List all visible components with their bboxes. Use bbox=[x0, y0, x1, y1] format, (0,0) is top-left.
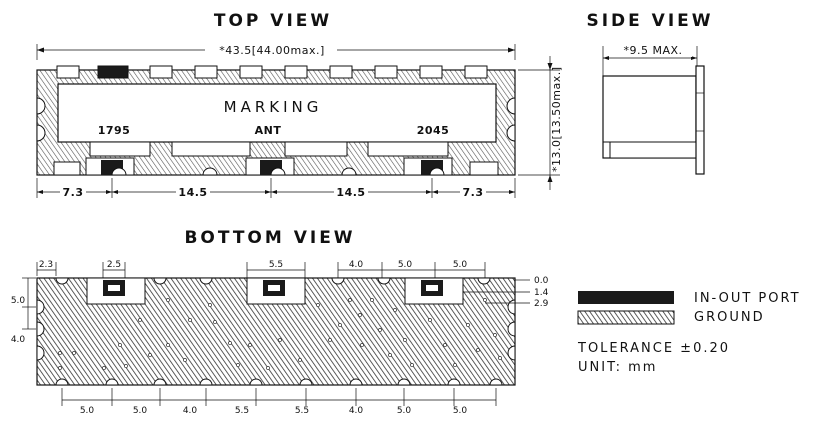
top-dim-7-3-left: 7.3 bbox=[63, 186, 84, 199]
bottom-top-dim-5-0-a: 5.0 bbox=[398, 260, 413, 270]
top-edge-castellations bbox=[56, 65, 488, 79]
bottom-top-castellations bbox=[55, 277, 491, 285]
side-view-title: SIDE VIEW bbox=[586, 11, 713, 31]
bottom-dim-4: 5.5 bbox=[235, 406, 249, 416]
bottom-dim-6: 4.0 bbox=[349, 406, 364, 416]
top-dim-7-3-right: 7.3 bbox=[463, 186, 484, 199]
via-holes bbox=[58, 298, 502, 370]
marking-label: MARKING bbox=[224, 98, 323, 116]
port-label-1795: 1795 bbox=[98, 124, 131, 137]
top-dim-14-5-b: 14.5 bbox=[336, 186, 365, 199]
bottom-edge-castellations bbox=[55, 378, 503, 386]
bottom-top-dim-5-5: 5.5 bbox=[269, 260, 283, 270]
top-view: TOP VIEW *43.5[44.00max.] bbox=[36, 11, 563, 199]
side-width-dim: *9.5 MAX. bbox=[623, 44, 682, 57]
legend-inout-swatch bbox=[578, 291, 674, 304]
bottom-bottom-dim-lines bbox=[61, 388, 497, 406]
side-view: SIDE VIEW *9.5 MAX. bbox=[586, 11, 713, 175]
top-overall-dim: *43.5[44.00max.] bbox=[219, 44, 325, 57]
bottom-left-dim-5-0: 5.0 bbox=[11, 296, 26, 306]
bottom-dim-2: 5.0 bbox=[133, 406, 148, 416]
bottom-top-dim-2-5: 2.5 bbox=[107, 260, 121, 270]
bottom-dim-1: 5.0 bbox=[80, 406, 95, 416]
bottom-view-title: BOTTOM VIEW bbox=[184, 228, 355, 248]
top-height-dim: *13.0[13.50max.] bbox=[550, 66, 563, 172]
bottom-left-dim-4-0: 4.0 bbox=[11, 335, 26, 345]
unit-note: UNIT: mm bbox=[578, 360, 657, 375]
bottom-right-dim-0-0: 0.0 bbox=[534, 276, 549, 286]
bottom-dim-5: 5.5 bbox=[295, 406, 309, 416]
bottom-view: BOTTOM VIEW bbox=[11, 228, 549, 416]
bottom-right-dim-1-4: 1.4 bbox=[534, 288, 549, 298]
bottom-dim-7: 5.0 bbox=[397, 406, 412, 416]
top-dim-14-5-a: 14.5 bbox=[178, 186, 207, 199]
port-label-2045: 2045 bbox=[417, 124, 450, 137]
legend-ground-swatch bbox=[577, 310, 675, 325]
bottom-top-dim-4-0: 4.0 bbox=[349, 260, 364, 270]
marking-area bbox=[57, 83, 497, 143]
bottom-right-dim-2-9: 2.9 bbox=[534, 299, 549, 309]
legend-ground-label: GROUND bbox=[694, 310, 765, 325]
bottom-left-dim-lines bbox=[22, 277, 36, 330]
bottom-dim-3: 4.0 bbox=[183, 406, 198, 416]
bottom-top-dim-lines bbox=[36, 262, 486, 278]
top-bottom-dim-lines bbox=[36, 178, 516, 198]
legend: IN-OUT PORT GROUND TOLERANCE ±0.20 UNIT:… bbox=[577, 291, 801, 375]
bottom-top-dim-2-3: 2.3 bbox=[39, 260, 53, 270]
top-view-title: TOP VIEW bbox=[214, 11, 332, 31]
legend-inout-label: IN-OUT PORT bbox=[694, 291, 801, 306]
bottom-port-cutouts bbox=[86, 277, 464, 305]
bottom-right-dim-lines bbox=[463, 279, 530, 304]
bottom-top-dim-5-0-b: 5.0 bbox=[453, 260, 468, 270]
bottom-dim-8: 5.0 bbox=[453, 406, 468, 416]
side-substrate bbox=[695, 65, 705, 175]
tolerance-note: TOLERANCE ±0.20 bbox=[577, 341, 730, 356]
port-label-ant: ANT bbox=[255, 124, 282, 137]
